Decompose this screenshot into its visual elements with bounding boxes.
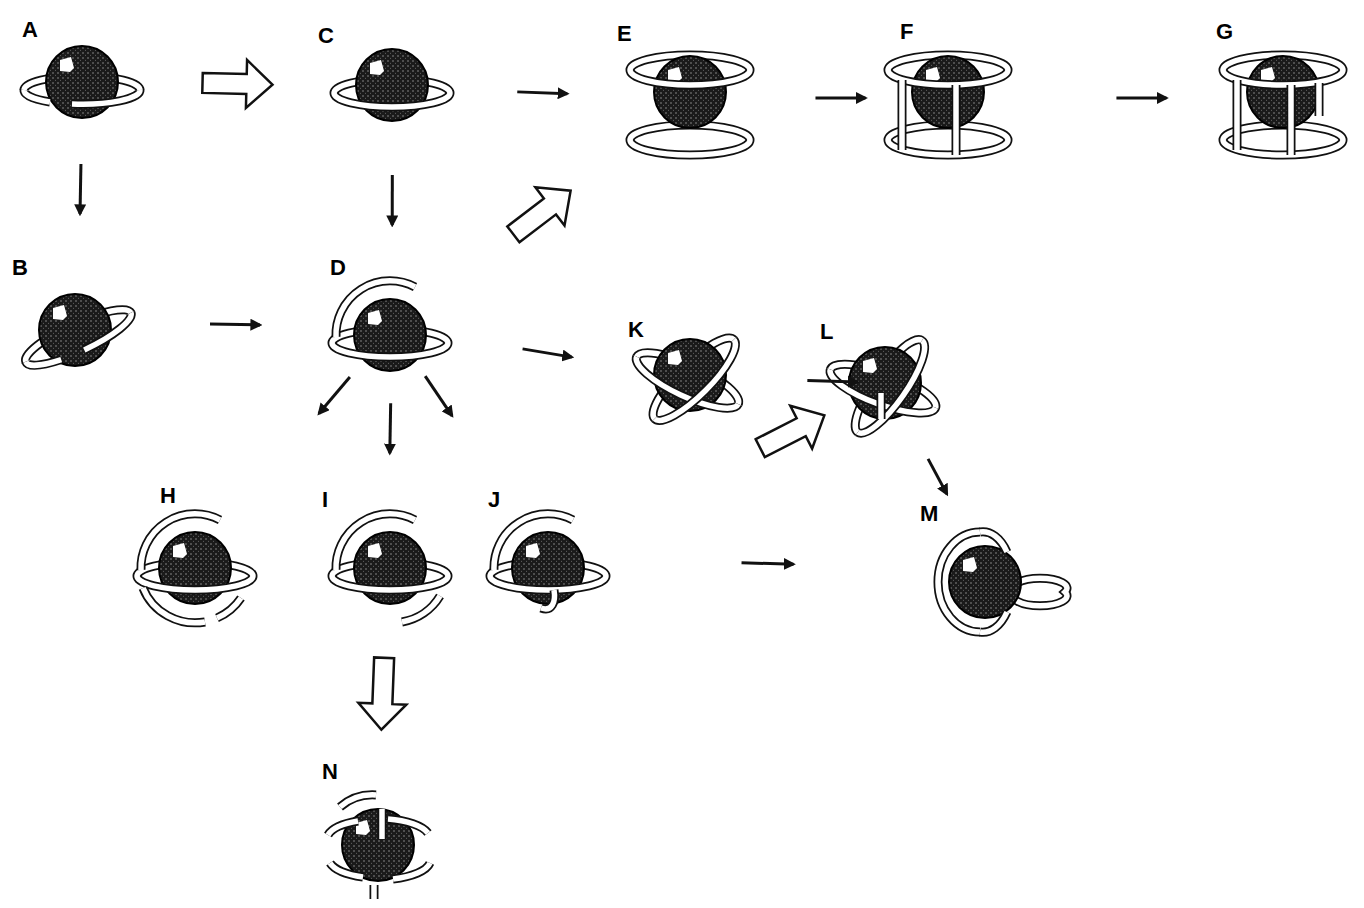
hollow-arrow <box>749 394 835 470</box>
flow-arrow <box>319 377 350 414</box>
sphere-figure <box>137 514 253 623</box>
hollow-arrow <box>202 59 273 109</box>
sphere-stage: G <box>1203 18 1360 178</box>
stage-letter: J <box>488 488 500 512</box>
sphere-stage: H <box>135 482 265 627</box>
sphere-figure <box>1223 55 1343 155</box>
sphere-figure <box>630 55 750 155</box>
hollow-arrow <box>357 657 408 731</box>
sphere-stage: B <box>8 252 148 392</box>
flow-arrow <box>517 92 567 94</box>
flow-arrow <box>928 459 947 494</box>
flow-arrow <box>1116 97 1166 100</box>
flow-arrow <box>210 323 260 327</box>
flow-arrow <box>523 349 572 357</box>
sphere-figure <box>334 49 450 121</box>
stage-letter: E <box>617 22 632 46</box>
sphere-figure <box>938 532 1067 632</box>
sphere-stage: C <box>315 20 470 155</box>
stage-letter: F <box>900 20 913 44</box>
stage-letter: M <box>920 502 938 526</box>
stage-letter: D <box>330 256 346 280</box>
stage-letter: B <box>12 256 28 280</box>
sphere-figure <box>825 331 941 441</box>
sphere-figure <box>888 55 1008 155</box>
sphere-stage: J <box>480 487 615 627</box>
sphere-stage: F <box>868 18 1028 178</box>
sphere-figure <box>332 281 448 371</box>
stage-letter: A <box>22 18 38 42</box>
sphere-stage: D <box>318 252 466 402</box>
sphere-stage: A <box>10 10 155 150</box>
sphere-stage: I <box>318 487 458 627</box>
sphere-stage: E <box>612 18 772 178</box>
sphere-figure <box>24 46 140 118</box>
stage-letter: L <box>820 320 833 344</box>
stage-letter: G <box>1216 20 1233 44</box>
flow-arrow <box>742 563 794 565</box>
sphere-stage: M <box>915 500 1060 640</box>
flow-arrow <box>391 175 394 225</box>
flow-arrow <box>388 403 392 453</box>
sphere-figure <box>332 514 448 622</box>
flow-arrow <box>425 376 452 416</box>
sphere-figure <box>20 294 137 374</box>
stage-letter: H <box>160 484 176 508</box>
sphere-stage: L <box>815 318 960 448</box>
sphere-figure <box>328 795 430 899</box>
sphere-stage: K <box>618 312 763 442</box>
stage-letter: K <box>628 318 644 342</box>
stage-letter: N <box>322 760 338 784</box>
hollow-arrow <box>499 172 585 254</box>
sphere-stage: N <box>305 758 450 903</box>
flow-arrow <box>815 97 865 100</box>
stage-letter: C <box>318 24 334 48</box>
sphere-figure <box>630 328 745 430</box>
sphere-figure <box>490 514 606 609</box>
flow-arrow <box>807 381 857 383</box>
stage-letter: I <box>322 488 328 512</box>
flow-arrow <box>79 164 83 214</box>
